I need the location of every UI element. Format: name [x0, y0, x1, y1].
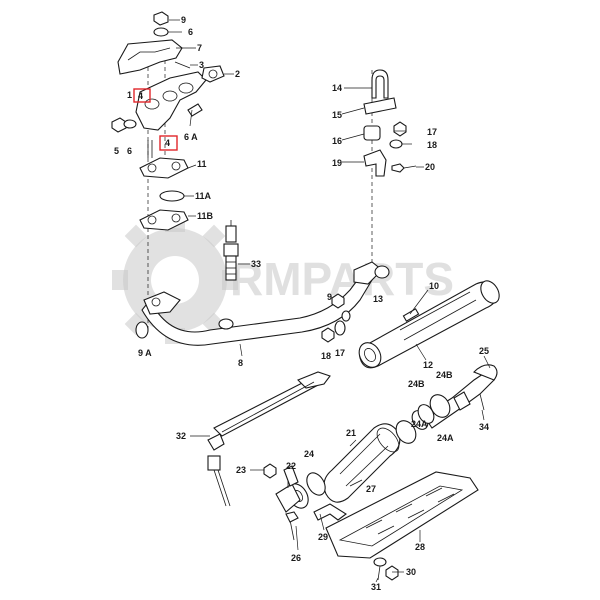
- callout-13: 13: [373, 294, 383, 304]
- flange-11: [139, 157, 189, 179]
- callout-18-mid: 18: [321, 351, 331, 361]
- callout-11b: 11B: [197, 211, 214, 221]
- heat-shield: [117, 39, 183, 75]
- callout-18-right: 18: [427, 140, 437, 150]
- callout-5: 5: [114, 146, 119, 156]
- washer-6-left: [123, 119, 137, 129]
- washer-6-top: [153, 27, 169, 37]
- callout-6a: 6 A: [184, 132, 198, 142]
- callout-9-top: 9: [181, 15, 186, 25]
- callout-14: 14: [332, 83, 342, 93]
- callout-23: 23: [236, 465, 246, 475]
- flange-11b: [139, 209, 189, 231]
- callout-7: 7: [197, 43, 202, 53]
- callout-34: 34: [479, 422, 489, 432]
- callout-24: 24: [304, 449, 314, 459]
- callout-28: 28: [415, 542, 425, 552]
- callout-33: 33: [251, 259, 261, 269]
- callout-25: 25: [479, 346, 489, 356]
- rear-muffler: [358, 280, 500, 369]
- lambda-sensor: [223, 220, 239, 281]
- callout-1: 1: [127, 90, 132, 100]
- callout-6-top: 6: [188, 27, 193, 37]
- callouts: 9 6 7 3 2 1 4 5 6 6 A 4 11 11A 11B 33 9 …: [114, 15, 489, 592]
- callout-31: 31: [371, 582, 381, 592]
- highlight-box-lower: [159, 135, 178, 151]
- callout-4-upper: 4: [138, 91, 143, 101]
- leader-lines: [168, 19, 491, 583]
- callout-24b-left: 24B: [408, 379, 425, 389]
- callout-32: 32: [176, 431, 186, 441]
- callout-17-mid: 17: [335, 348, 345, 358]
- callout-11: 11: [197, 159, 207, 169]
- ring-11a: [159, 190, 185, 202]
- callout-3: 3: [199, 60, 204, 70]
- callout-29: 29: [318, 532, 328, 542]
- callout-8: 8: [238, 358, 243, 368]
- callout-2: 2: [235, 69, 240, 79]
- callout-15: 15: [332, 110, 342, 120]
- callout-9a: 9 A: [138, 348, 152, 358]
- callout-4-lower: 4: [165, 138, 170, 148]
- callout-19: 19: [332, 158, 342, 168]
- nut-9-top: [153, 11, 169, 26]
- callout-16: 16: [332, 136, 342, 146]
- mounting-hardware: [363, 69, 417, 177]
- gasket-2: [201, 65, 225, 83]
- callout-6-left: 6: [127, 146, 132, 156]
- callout-10: 10: [429, 281, 439, 291]
- highlight-box-upper: [133, 88, 151, 103]
- callout-21: 21: [346, 428, 356, 438]
- callout-20: 20: [425, 162, 435, 172]
- callout-24a-right: 24A: [437, 433, 454, 443]
- callout-27: 27: [366, 484, 376, 494]
- gasket-9a: [135, 321, 149, 339]
- callout-17-right: 17: [427, 127, 437, 137]
- callout-24b-right: 24B: [436, 370, 453, 380]
- callout-9-mid: 9: [327, 292, 332, 302]
- callout-12: 12: [423, 360, 433, 370]
- nut-5: [111, 117, 127, 133]
- callout-30: 30: [406, 567, 416, 577]
- callout-22: 22: [286, 461, 296, 471]
- heat-shield-32: [207, 371, 331, 507]
- front-pipe: [141, 273, 373, 346]
- callout-24a-left: 24A: [411, 419, 428, 429]
- callout-11a: 11A: [195, 191, 212, 201]
- catalytic-converter: [323, 423, 401, 503]
- intermediate-pipe: [417, 364, 498, 429]
- underbody-heat-shield: [325, 471, 479, 559]
- callout-26: 26: [291, 553, 301, 563]
